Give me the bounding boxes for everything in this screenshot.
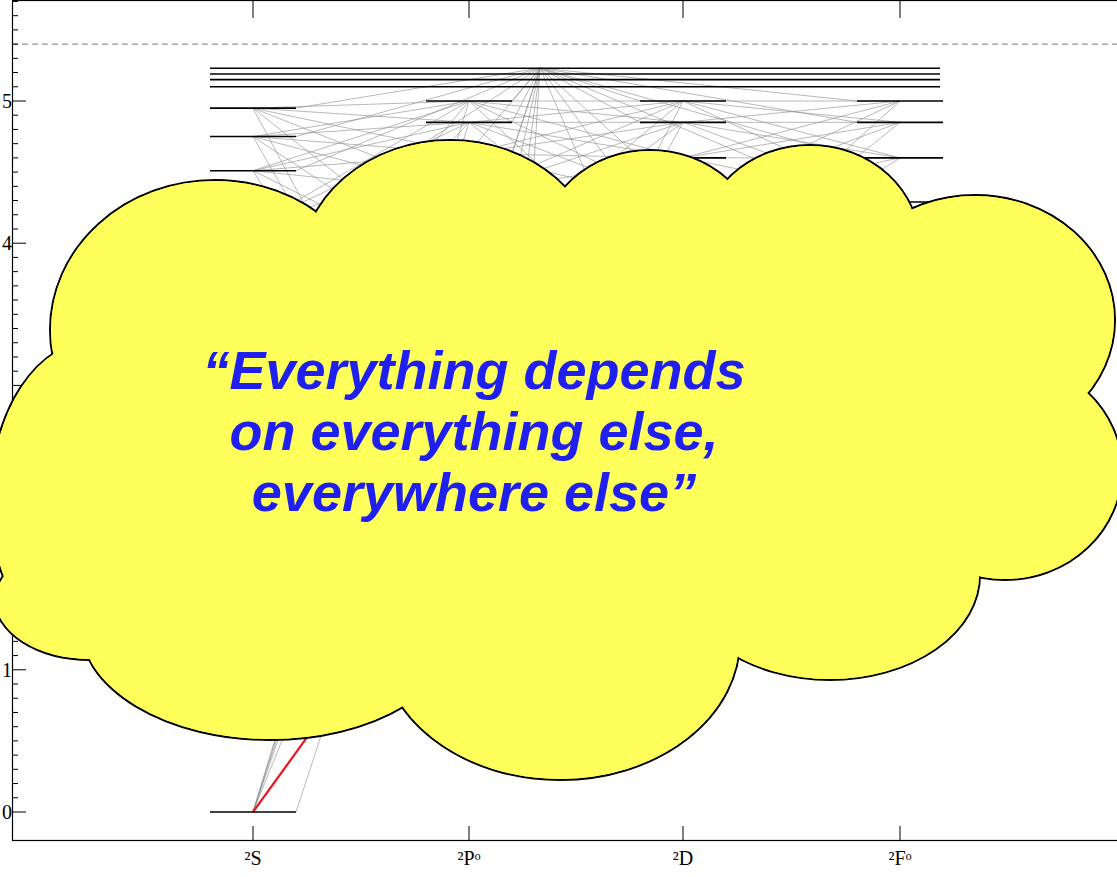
- ionisation-limit: [12, 44, 1117, 45]
- x-tick: [469, 826, 470, 840]
- axis-tick-label: 5: [2, 90, 12, 112]
- y-tick: [12, 243, 26, 244]
- x-tick: [683, 826, 684, 840]
- axis-tick-label: 4: [2, 232, 12, 254]
- axes: [12, 0, 1117, 841]
- energy-level: [210, 67, 940, 69]
- y-tick: [12, 72, 18, 73]
- term-symbol: ²Pᵒ: [458, 847, 481, 869]
- y-tick: [12, 129, 18, 130]
- energy-level: [640, 122, 726, 124]
- cloud-fill: [111, 211, 1009, 669]
- y-tick: [12, 271, 18, 272]
- transition-line: [512, 68, 540, 154]
- y-tick: [12, 783, 18, 784]
- y-tick: [12, 228, 18, 229]
- y-tick: [12, 200, 18, 201]
- transition-line: [469, 101, 683, 122]
- transition-line: [540, 68, 857, 122]
- cloud-quote: “Everything depends on everything else, …: [184, 340, 764, 523]
- y-tick: [12, 641, 18, 642]
- transition-line: [253, 101, 469, 137]
- energy-level: [857, 100, 943, 102]
- energy-level: [210, 170, 296, 172]
- y-tick: [12, 44, 18, 45]
- y-tick: [12, 371, 18, 372]
- y-tick: [12, 712, 18, 713]
- transition-line: [512, 68, 540, 101]
- energy-level: [857, 157, 943, 159]
- y-tick: [12, 342, 18, 343]
- transition-line: [512, 68, 540, 122]
- y-tick: [12, 669, 26, 670]
- transition-line: [469, 101, 683, 122]
- y-tick: [12, 356, 18, 357]
- energy-level: [426, 100, 512, 102]
- y-tick: [12, 698, 18, 699]
- y-tick: [12, 1, 18, 2]
- cloud-fill: [0, 541, 184, 659]
- term-symbol: ²D: [673, 847, 693, 869]
- transition-line: [540, 68, 640, 158]
- energy-level: [210, 86, 940, 88]
- y-tick: [12, 769, 18, 770]
- transition-line: [540, 68, 857, 101]
- y-tick: [12, 684, 18, 685]
- x-tick: [469, 0, 470, 18]
- cloud-callout: “Everything depends on everything else, …: [0, 128, 1117, 798]
- y-tick: [12, 143, 18, 144]
- energy-level: [210, 811, 296, 813]
- energy-level: [210, 79, 940, 81]
- energy-level: [426, 122, 512, 124]
- y-tick: [12, 214, 18, 215]
- cloud-outline: [110, 210, 1010, 670]
- transition-line: [469, 101, 683, 154]
- y-tick: [12, 115, 18, 116]
- transition-line: [683, 101, 900, 122]
- energy-level: [640, 100, 726, 102]
- y-tick: [12, 726, 18, 727]
- y-tick: [12, 101, 26, 102]
- y-tick: [12, 740, 18, 741]
- y-tick: [12, 755, 18, 756]
- plot-frame: [13, 1, 1117, 841]
- y-tick: [12, 157, 18, 158]
- transition-line: [253, 108, 469, 122]
- energy-level: [210, 73, 940, 75]
- energy-level: [857, 122, 943, 124]
- y-tick: [12, 172, 18, 173]
- transition-line: [253, 101, 469, 108]
- y-tick: [12, 285, 18, 286]
- y-tick: [12, 328, 18, 329]
- term-symbol: ²S: [244, 847, 261, 869]
- transition-line: [296, 68, 540, 137]
- transition-line: [540, 68, 640, 122]
- y-tick: [12, 300, 18, 301]
- x-tick: [253, 0, 254, 18]
- transition-line: [253, 122, 469, 136]
- y-tick: [12, 314, 18, 315]
- axis-tick-label: 1: [2, 659, 12, 681]
- x-tick: [253, 826, 254, 840]
- x-tick: [900, 0, 901, 18]
- axis-tick-label: 0: [2, 801, 12, 823]
- y-tick: [12, 812, 26, 813]
- term-symbol: ²Fᵒ: [889, 847, 912, 869]
- energy-level: [210, 136, 296, 138]
- energy-level: [210, 107, 296, 109]
- y-tick: [12, 655, 18, 656]
- y-tick: [12, 86, 18, 87]
- y-tick: [12, 186, 18, 187]
- y-tick: [12, 15, 18, 16]
- x-tick: [683, 0, 684, 18]
- y-tick: [12, 797, 18, 798]
- transition-line: [683, 101, 900, 122]
- y-tick: [12, 58, 18, 59]
- y-tick: [12, 257, 18, 258]
- y-tick: [12, 29, 18, 30]
- x-tick: [900, 826, 901, 840]
